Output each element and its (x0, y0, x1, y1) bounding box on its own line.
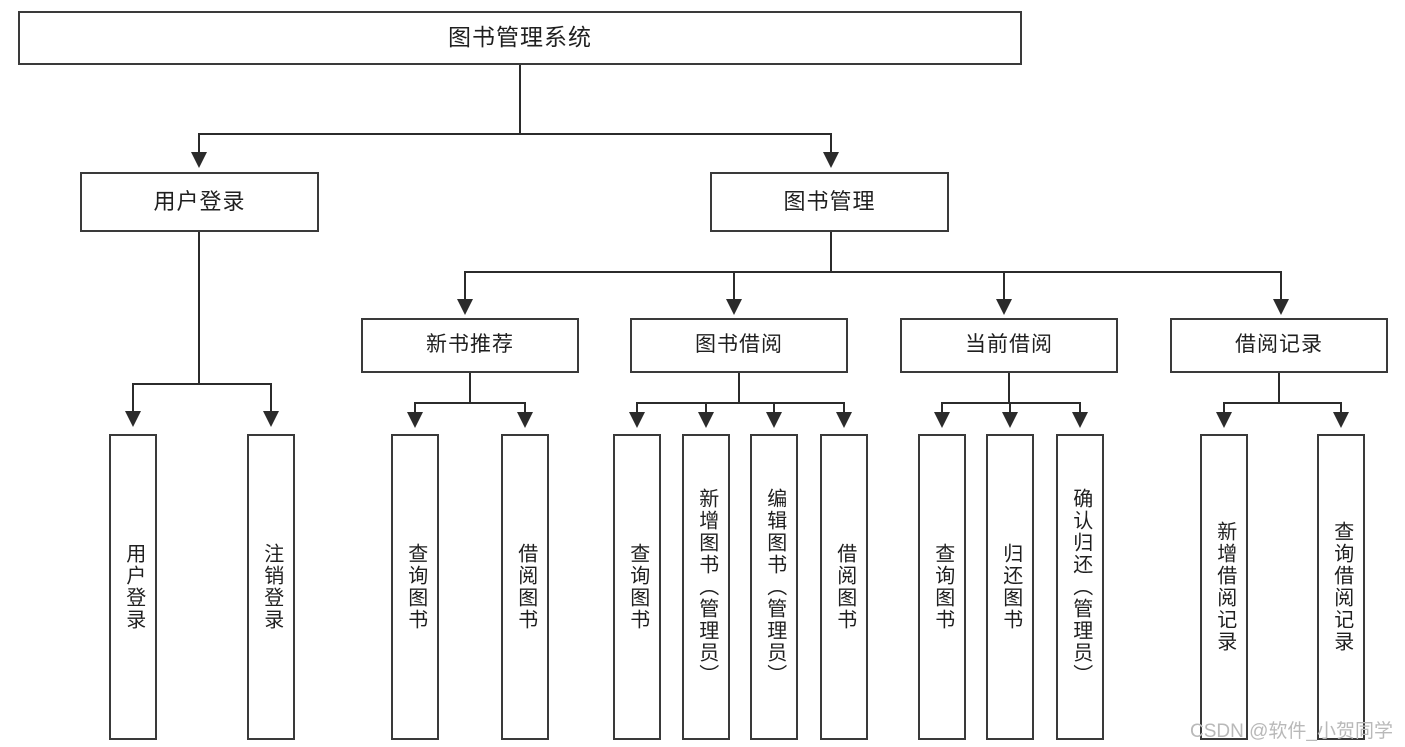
arrowhead-current-borrow-leaf-3 (1072, 412, 1088, 428)
connector-borrow-record-bus (1223, 402, 1342, 404)
leaf-label: 查询图书 (404, 543, 427, 631)
arrowhead-book-borrow-leaf-4 (836, 412, 852, 428)
arrowhead-to-book-borrow (726, 299, 742, 315)
node-label: 图书管理系统 (448, 24, 592, 51)
arrowhead-user-login-leaf-1 (125, 411, 141, 427)
leaf-label: 查询图书 (626, 543, 649, 631)
connector-book-borrow-bus (636, 402, 845, 404)
node-label: 图书借阅 (695, 333, 783, 357)
arrowhead-to-current-borrow (996, 299, 1012, 315)
node-label: 新书推荐 (426, 333, 514, 357)
connector-user-login-drop-2 (270, 383, 272, 413)
connector-book-manage-bus (464, 271, 1280, 273)
connector-new-book-stem (469, 373, 471, 403)
connector-user-login-stem (198, 232, 200, 384)
leaf-current-borrow-return-book[interactable]: 归还图书 (986, 434, 1034, 740)
connector-borrow-record-stem (1278, 373, 1280, 403)
leaf-label: 借阅图书 (833, 543, 856, 631)
arrowhead-current-borrow-leaf-2 (1002, 412, 1018, 428)
connector-user-login-bus (132, 383, 272, 385)
node-label: 借阅记录 (1235, 333, 1323, 357)
leaf-current-borrow-confirm-return[interactable]: 确认归还（管理员） (1056, 434, 1104, 740)
connector-root-drop-right (830, 133, 832, 155)
connector-new-book-drop-2 (524, 402, 526, 414)
arrowhead-new-book-leaf-1 (407, 412, 423, 428)
arrowhead-borrow-record-leaf-2 (1333, 412, 1349, 428)
connector-book-manage-drop-4 (1280, 271, 1282, 301)
leaf-label: 归还图书 (999, 543, 1022, 631)
leaf-label: 查询图书 (931, 543, 954, 631)
leaf-user-login-login[interactable]: 用户登录 (109, 434, 157, 740)
connector-current-borrow-bus (941, 402, 1081, 404)
connector-borrow-record-drop-2 (1340, 402, 1342, 414)
node-current-borrow[interactable]: 当前借阅 (900, 318, 1118, 373)
connector-book-manage-drop-1 (464, 271, 466, 301)
connector-book-manage-stem (830, 232, 832, 272)
leaf-label: 注销登录 (260, 543, 283, 631)
leaf-label: 确认归还（管理员） (1069, 488, 1092, 686)
leaf-borrow-record-add-record[interactable]: 新增借阅记录 (1200, 434, 1248, 740)
connector-book-borrow-drop-3 (773, 402, 775, 414)
connector-new-book-drop-1 (414, 402, 416, 414)
node-label: 当前借阅 (965, 333, 1053, 357)
connector-book-borrow-stem (738, 373, 740, 403)
arrowhead-book-borrow-leaf-3 (766, 412, 782, 428)
arrowhead-new-book-leaf-2 (517, 412, 533, 428)
node-user-login[interactable]: 用户登录 (80, 172, 319, 232)
connector-current-borrow-stem (1008, 373, 1010, 403)
arrowhead-to-new-book-recommend (457, 299, 473, 315)
node-root-system[interactable]: 图书管理系统 (18, 11, 1022, 65)
leaf-book-borrow-query-book[interactable]: 查询图书 (613, 434, 661, 740)
connector-new-book-bus (414, 402, 526, 404)
leaf-book-borrow-add-book[interactable]: 新增图书（管理员） (682, 434, 730, 740)
arrowhead-borrow-record-leaf-1 (1216, 412, 1232, 428)
leaf-book-borrow-edit-book[interactable]: 编辑图书（管理员） (750, 434, 798, 740)
node-book-borrow[interactable]: 图书借阅 (630, 318, 848, 373)
arrowhead-book-borrow-leaf-1 (629, 412, 645, 428)
leaf-label: 新增图书（管理员） (695, 488, 718, 686)
connector-user-login-drop-1 (132, 383, 134, 413)
leaf-new-book-query-book[interactable]: 查询图书 (391, 434, 439, 740)
connector-borrow-record-drop-1 (1223, 402, 1225, 414)
node-label: 用户登录 (153, 189, 246, 215)
connector-current-borrow-drop-3 (1079, 402, 1081, 414)
node-borrow-record[interactable]: 借阅记录 (1170, 318, 1388, 373)
arrowhead-book-borrow-leaf-2 (698, 412, 714, 428)
connector-root-bus (198, 133, 832, 135)
leaf-book-borrow-borrow-book[interactable]: 借阅图书 (820, 434, 868, 740)
leaf-label: 查询借阅记录 (1330, 521, 1353, 653)
connector-book-borrow-drop-1 (636, 402, 638, 414)
connector-current-borrow-drop-2 (1009, 402, 1011, 414)
node-label: 图书管理 (783, 189, 876, 215)
connector-current-borrow-drop-1 (941, 402, 943, 414)
leaf-user-login-logout[interactable]: 注销登录 (247, 434, 295, 740)
leaf-label: 新增借阅记录 (1213, 521, 1236, 653)
connector-root-drop-left (198, 133, 200, 155)
arrowhead-current-borrow-leaf-1 (934, 412, 950, 428)
arrowhead-user-login-leaf-2 (263, 411, 279, 427)
leaf-borrow-record-query-record[interactable]: 查询借阅记录 (1317, 434, 1365, 740)
connector-book-borrow-drop-2 (705, 402, 707, 414)
arrowhead-to-book-manage (823, 152, 839, 168)
arrowhead-to-borrow-record (1273, 299, 1289, 315)
node-book-management[interactable]: 图书管理 (710, 172, 949, 232)
leaf-label: 用户登录 (122, 543, 145, 631)
connector-book-manage-drop-2 (733, 271, 735, 301)
leaf-label: 借阅图书 (514, 543, 537, 631)
node-new-book-recommend[interactable]: 新书推荐 (361, 318, 579, 373)
arrowhead-to-user-login (191, 152, 207, 168)
leaf-current-borrow-query-book[interactable]: 查询图书 (918, 434, 966, 740)
connector-book-borrow-drop-4 (843, 402, 845, 414)
connector-book-manage-drop-3 (1003, 271, 1005, 301)
leaf-new-book-borrow-book[interactable]: 借阅图书 (501, 434, 549, 740)
connector-root-stem (519, 65, 521, 134)
leaf-label: 编辑图书（管理员） (763, 488, 786, 686)
